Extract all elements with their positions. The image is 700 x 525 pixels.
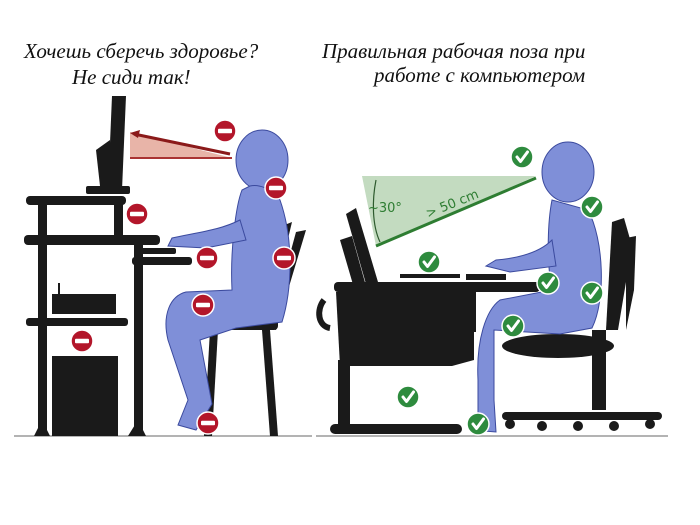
check-icon-eyes: [509, 144, 535, 170]
wrong-monitor: [86, 96, 130, 194]
correct-sightline: ~30° > 50 cm: [362, 176, 537, 248]
no-entry-icon-knees: [191, 293, 215, 317]
check-icon-lower-back: [579, 280, 605, 306]
left-title-line1: Хочешь сберечь здоровье?: [24, 39, 259, 63]
wrong-sightline: [130, 130, 232, 159]
no-entry-icon-eyes: [213, 119, 237, 143]
no-entry-icon-monitor-height: [125, 202, 149, 226]
right-title-line2: работе с компьютером: [374, 63, 586, 87]
no-entry-icon-wrists: [195, 246, 219, 270]
check-icon-neck: [579, 194, 605, 220]
correct-person: [469, 141, 602, 433]
check-icon-legroom: [395, 384, 421, 410]
correct-chair: [502, 218, 662, 431]
check-icon-feet: [465, 411, 491, 437]
wrong-person: [165, 129, 291, 431]
correct-desk: [316, 208, 540, 434]
check-icon-elbows: [535, 270, 561, 296]
check-icon-knees: [500, 313, 526, 339]
right-title-line1: Правильная рабочая поза при: [322, 39, 586, 63]
no-entry-icon-back: [272, 246, 296, 270]
angle-label: ~30°: [368, 201, 402, 216]
no-entry-icon-feet: [196, 411, 220, 435]
no-entry-icon-legroom: [70, 329, 94, 353]
wrong-desk: [24, 196, 192, 436]
check-icon-monitor: [416, 249, 442, 275]
no-entry-icon-neck: [264, 176, 288, 200]
left-title-line2: Не сиди так!: [72, 65, 191, 89]
